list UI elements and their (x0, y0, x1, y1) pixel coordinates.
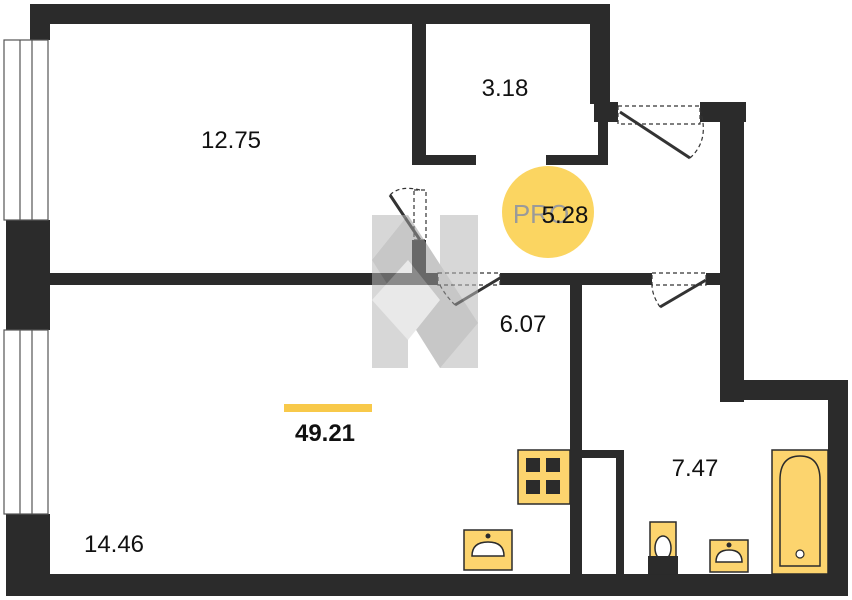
wall-storage-bottom-right (546, 155, 598, 165)
h-logo-watermark (372, 215, 478, 368)
wall-left-bottom (6, 514, 50, 596)
window-bedroom (3, 39, 49, 221)
wall-bedroom-storage (412, 22, 426, 162)
wall-corridor-horizontal (500, 273, 652, 285)
stove-icon (517, 449, 571, 505)
room-area-corridor: 6.07 (500, 311, 547, 338)
wall-corridor-horizontal-2 (706, 273, 726, 285)
toilet-icon (648, 521, 678, 575)
total-area-accent (284, 404, 372, 412)
door-bathroom (651, 272, 707, 309)
interior-walls (46, 22, 726, 575)
windows (3, 39, 49, 515)
room-area-storage: 3.18 (482, 75, 529, 102)
wall-bottom (30, 574, 848, 596)
wall-hall-left (598, 120, 608, 165)
door-entrance (617, 105, 704, 160)
wall-top (30, 4, 608, 24)
room-area-bedroom: 12.75 (201, 127, 261, 154)
wall-left-top (30, 4, 50, 40)
wall-right-lower (828, 380, 848, 596)
kitchen-sink-icon (463, 529, 513, 571)
wall-shaft-top (582, 450, 624, 458)
wall-kitchen-bath (570, 285, 582, 575)
pro-watermark: PRO (502, 166, 594, 258)
wall-top-right (590, 4, 610, 104)
window-living (3, 329, 49, 515)
wall-right-step (720, 380, 848, 400)
pro-badge-circle (502, 166, 594, 258)
wall-central-horizontal (46, 273, 438, 285)
wall-right-upper (720, 102, 744, 402)
total-area: 49.21 (295, 420, 355, 447)
bathtub-icon (771, 449, 829, 575)
pro-badge-text: PRO (513, 199, 569, 229)
outer-walls (6, 4, 848, 596)
wall-left-mid (6, 220, 50, 330)
room-area-living-kitchen: 14.46 (84, 531, 144, 558)
wall-storage-bottom (412, 155, 476, 165)
room-area-bathroom: 7.47 (672, 455, 719, 482)
bathroom-sink-icon (709, 539, 749, 573)
wall-right-upper-stub (594, 102, 618, 122)
wall-shaft-right (616, 450, 624, 574)
room-area-hall: 5.28 (542, 202, 589, 229)
